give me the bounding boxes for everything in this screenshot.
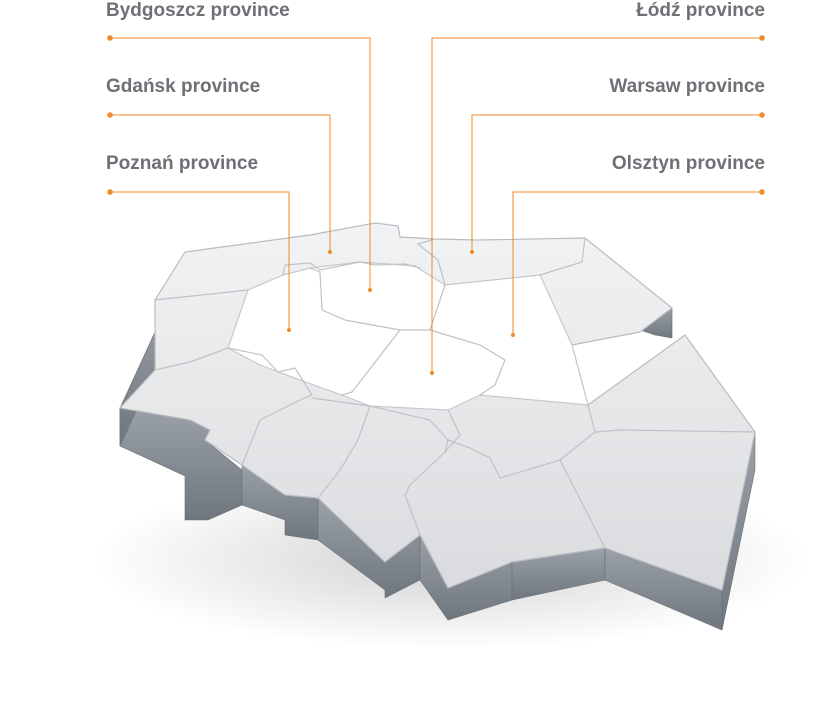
label-olsztyn-province[interactable]: Olsztyn province: [611, 153, 765, 174]
leader-dots: [107, 35, 765, 375]
map-top: [118, 222, 756, 591]
label-gdansk-province[interactable]: Gdańsk province: [106, 76, 261, 97]
label-bydgoszcz-province[interactable]: Bydgoszcz province: [106, 0, 290, 21]
label-poznan-province[interactable]: Poznań province: [106, 153, 259, 174]
label-lodz-province[interactable]: Łódź province: [636, 0, 765, 21]
label-warsaw-province[interactable]: Warsaw province: [609, 76, 765, 97]
leader-lines: [110, 37, 762, 373]
